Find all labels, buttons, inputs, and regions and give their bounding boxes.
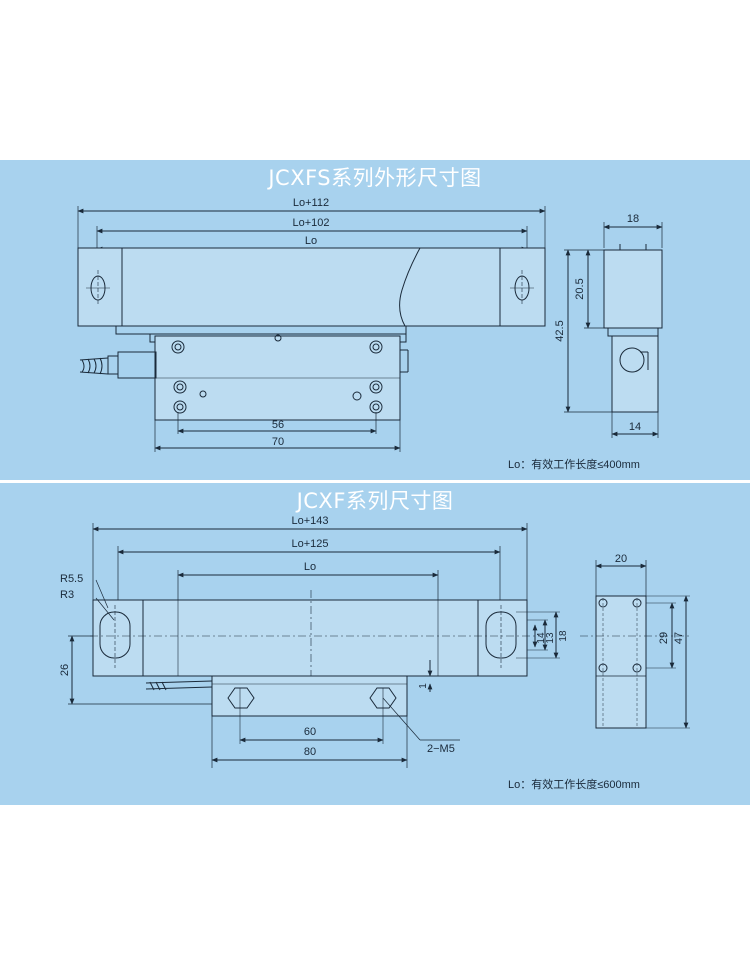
dim-42-5: 42.5 (554, 320, 566, 341)
dim-lo125: Lo+125 (291, 538, 328, 550)
dim-1: 1 (418, 683, 429, 689)
dim-lo102: Lo+102 (292, 217, 329, 229)
dim-lo112: Lo+112 (293, 197, 329, 209)
dim-18-b: 18 (558, 630, 569, 642)
jcxf-front-view (68, 523, 560, 768)
dim-29: 29 (658, 632, 670, 644)
dim-lo-2: Lo (304, 561, 316, 573)
dim-14-b: 14 (536, 632, 547, 644)
dim-lo: Lo (305, 235, 317, 247)
diagram-title-jcxfs: JCXFS系列外形尺寸图 (268, 166, 482, 190)
dim-56: 56 (272, 419, 284, 431)
jcxfs-front-view (77, 206, 546, 452)
dim-20: 20 (615, 553, 627, 565)
dim-20-5: 20.5 (574, 278, 586, 299)
dim-13: 13 (545, 632, 556, 644)
dim-18: 18 (627, 213, 639, 225)
dim-70: 70 (272, 436, 284, 448)
dim-r5-5: R5.5 (60, 573, 83, 585)
jcxfs-side-view (564, 222, 663, 438)
dim-2-m5: 2−M5 (427, 743, 455, 755)
diagram-title-jcxf: JCXF系列尺寸图 (296, 489, 454, 513)
dim-80: 80 (304, 746, 316, 758)
dim-lo143: Lo+143 (291, 515, 328, 527)
note-lo-400: Lo：有效工作长度≤400mm (508, 457, 640, 471)
note-lo-600: Lo：有效工作长度≤600mm (508, 777, 640, 791)
dim-26: 26 (59, 664, 71, 676)
dim-60: 60 (304, 726, 316, 738)
dim-r3: R3 (60, 589, 74, 601)
dim-14: 14 (629, 421, 641, 433)
dim-47: 47 (673, 632, 685, 644)
jcxf-side-view (580, 560, 690, 729)
